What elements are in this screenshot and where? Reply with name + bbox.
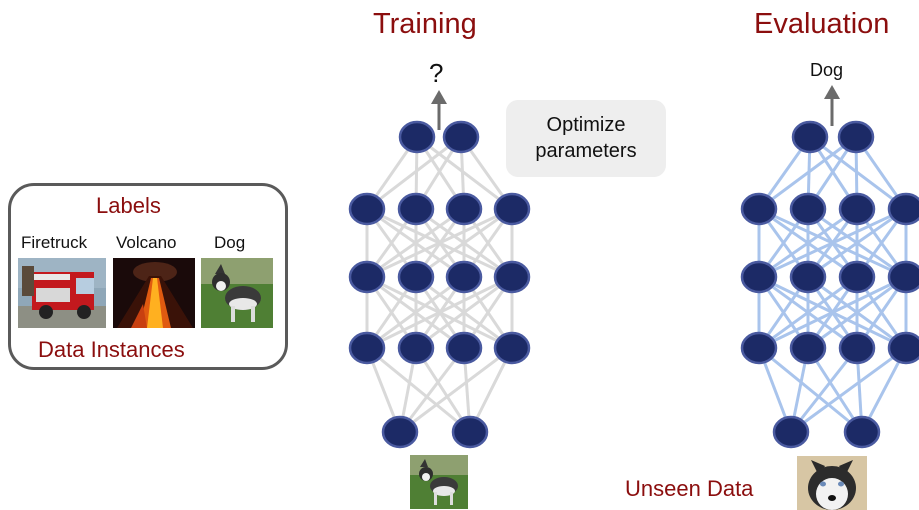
eval-node bbox=[772, 415, 810, 449]
train-node bbox=[445, 260, 483, 294]
eval-node bbox=[887, 331, 919, 365]
eval-node bbox=[740, 260, 778, 294]
eval-edge bbox=[758, 207, 858, 279]
eval-edge bbox=[758, 275, 907, 350]
eval-node bbox=[843, 415, 881, 449]
eval-node bbox=[740, 192, 778, 226]
eval-edge bbox=[789, 347, 859, 433]
unseen-data-label: Unseen Data bbox=[625, 476, 754, 501]
eval-edge bbox=[807, 207, 907, 279]
training-title: Training bbox=[373, 8, 477, 40]
train-edge bbox=[399, 346, 513, 434]
evaluation-arrowhead bbox=[824, 85, 840, 99]
eval-node bbox=[789, 192, 827, 226]
train-node bbox=[442, 120, 480, 154]
training-edges bbox=[365, 135, 514, 434]
eval-node bbox=[789, 331, 827, 365]
train-node bbox=[493, 260, 531, 294]
optimize-parameters-box: Optimize parameters bbox=[506, 100, 666, 177]
eval-edge bbox=[807, 275, 907, 350]
evaluation-edges bbox=[757, 135, 908, 434]
label-firetruck: Firetruck bbox=[21, 233, 88, 252]
eval-node bbox=[837, 120, 875, 154]
train-node bbox=[445, 192, 483, 226]
eval-edge bbox=[758, 275, 858, 350]
eval-node bbox=[838, 192, 876, 226]
training-output-label: ? bbox=[429, 58, 444, 88]
train-edge bbox=[366, 346, 471, 434]
optimize-line-2: parameters bbox=[535, 140, 637, 162]
volcano-image bbox=[113, 258, 195, 328]
train-node bbox=[397, 260, 435, 294]
train-node bbox=[397, 192, 435, 226]
husky-image bbox=[201, 258, 273, 328]
eval-node bbox=[789, 260, 827, 294]
train-node bbox=[381, 415, 419, 449]
train-node bbox=[451, 415, 489, 449]
train-node bbox=[348, 331, 386, 365]
optimize-line-1: Optimize bbox=[546, 114, 626, 136]
data-instances-title: Data Instances bbox=[38, 337, 185, 362]
eval-node bbox=[791, 120, 829, 154]
eval-edge bbox=[758, 346, 863, 434]
train-node bbox=[348, 260, 386, 294]
label-volcano: Volcano bbox=[116, 233, 177, 252]
train-node bbox=[398, 120, 436, 154]
evaluation-nodes bbox=[740, 120, 919, 449]
train-edge bbox=[366, 275, 465, 350]
eval-node bbox=[887, 260, 919, 294]
train-node bbox=[348, 192, 386, 226]
train-node bbox=[397, 331, 435, 365]
train-node bbox=[493, 192, 531, 226]
eval-node bbox=[740, 331, 778, 365]
evaluation-title: Evaluation bbox=[754, 8, 890, 40]
eval-edge bbox=[758, 135, 857, 211]
eval-edge bbox=[758, 207, 907, 279]
train-node bbox=[445, 331, 483, 365]
training-nodes bbox=[348, 120, 531, 449]
eval-node bbox=[838, 331, 876, 365]
label-dog: Dog bbox=[214, 233, 246, 252]
train-edge bbox=[366, 135, 462, 211]
eval-edge bbox=[790, 346, 907, 434]
training-input-image bbox=[410, 455, 468, 509]
firetruck-image bbox=[18, 258, 106, 328]
train-edge bbox=[398, 347, 466, 433]
eval-node bbox=[887, 192, 919, 226]
train-edge bbox=[416, 135, 513, 211]
labels-title: Labels bbox=[96, 193, 161, 218]
train-edge bbox=[415, 275, 513, 350]
train-edge bbox=[366, 275, 513, 350]
train-edge bbox=[366, 207, 513, 279]
eval-node bbox=[838, 260, 876, 294]
train-node bbox=[493, 331, 531, 365]
train-edge bbox=[366, 207, 465, 279]
evaluation-output-label: Dog bbox=[810, 60, 844, 80]
unseen-husky-image bbox=[797, 456, 867, 510]
training-arrowhead bbox=[431, 90, 447, 104]
train-edge bbox=[415, 207, 513, 279]
